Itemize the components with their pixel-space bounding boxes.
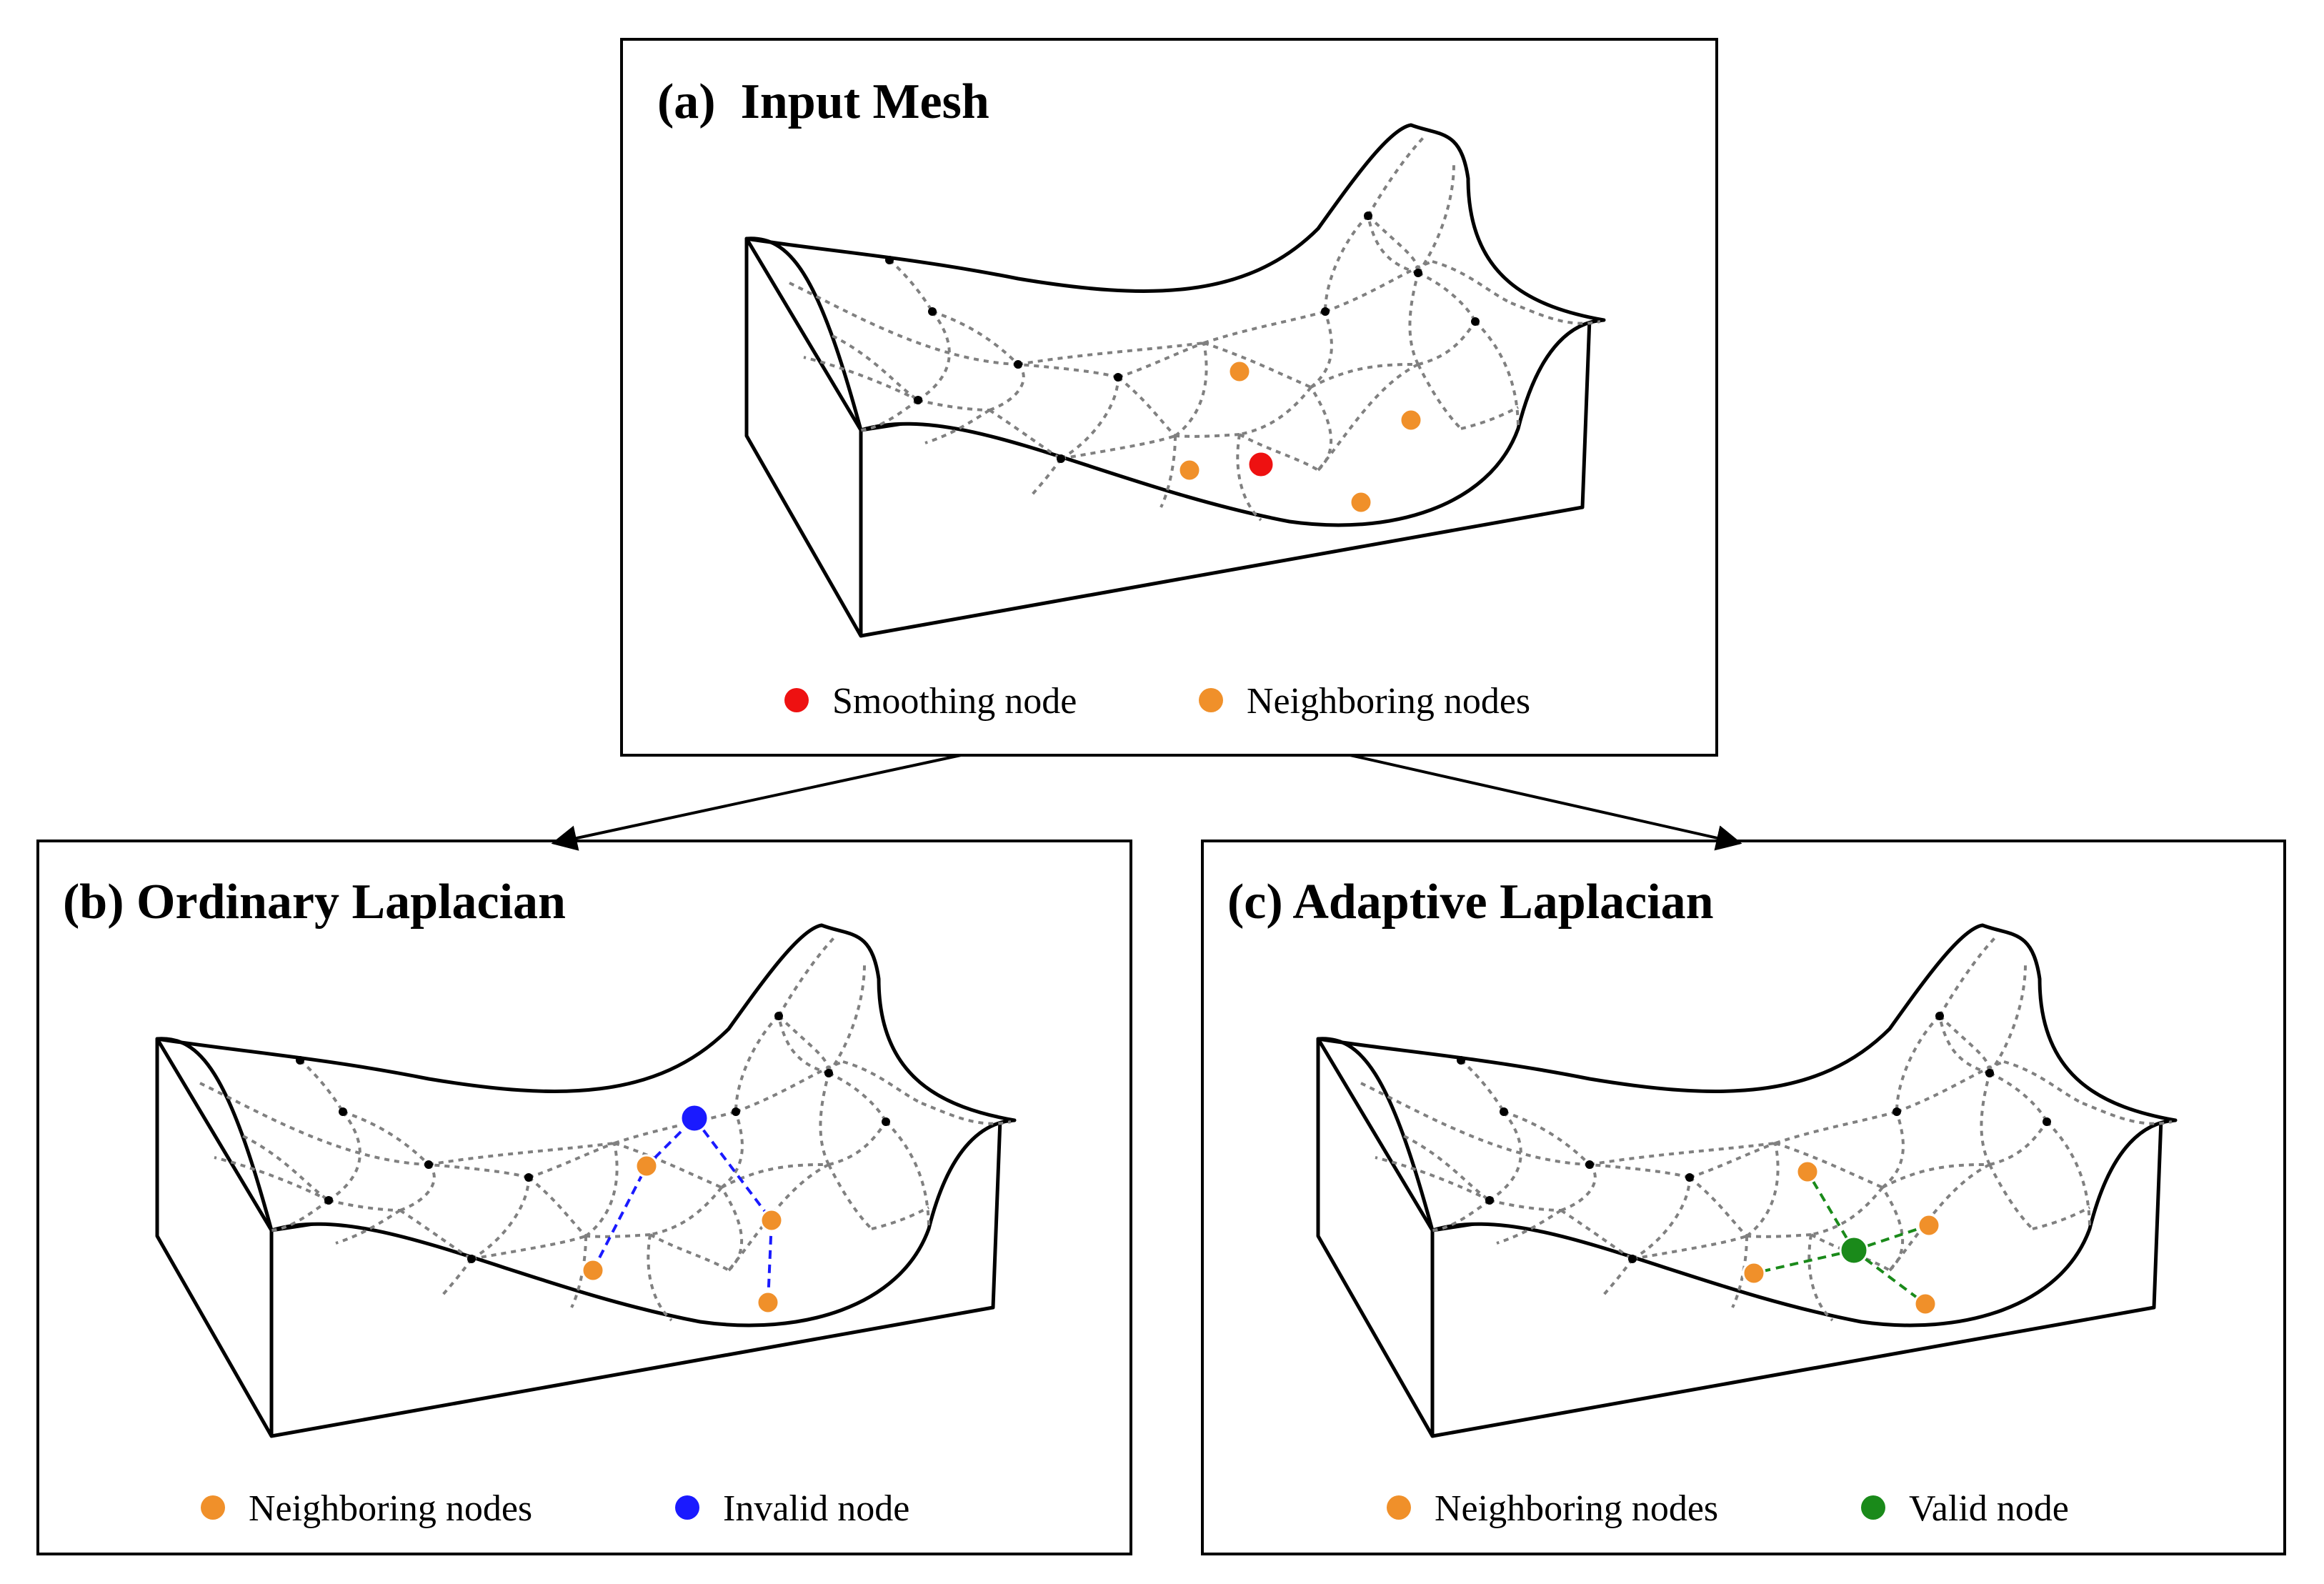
neighbor-legend-icon [1387,1495,1411,1520]
panel-c: (c) Adaptive Laplacian Neighboring nodes… [1201,840,2286,1555]
panel-b-frame [36,840,1132,1555]
invalid-legend-icon [675,1495,699,1520]
neighbor-node [759,1208,784,1232]
legend-valid-node: Valid node [1909,1488,2069,1529]
arrow-to-b [551,754,962,851]
panel-c-title: (c) Adaptive Laplacian [1227,875,1714,930]
panel-c-mesh [1318,925,2175,1436]
panel-a-legend: Smoothing node Neighboring nodes [784,681,1530,722]
legend-neighboring-nodes: Neighboring nodes [1435,1488,1718,1529]
invalid-connection [592,1115,774,1303]
panel-c-legend: Neighboring nodes Valid node [1387,1488,2069,1529]
neighbor-node [1349,490,1373,514]
panel-a-mesh [747,125,1604,636]
valid-connections [1753,1170,1930,1305]
neighbor-node [1917,1213,1941,1237]
panel-b-title: (b) Ordinary Laplacian [63,875,566,930]
panel-b: (b) Ordinary Laplacian Neighboring nodes… [36,840,1132,1555]
panel-a-frame [620,38,1718,757]
neighbor-legend-icon [1199,688,1223,712]
panel-a: (a) Input Mesh Smoothing node Neighborin… [620,38,1718,757]
neighbor-node [1742,1261,1766,1285]
neighbor-node [1913,1292,1938,1316]
legend-smoothing-node: Smoothing node [832,681,1077,722]
neighbor-node [581,1258,605,1282]
smoothing-node [1247,450,1275,479]
neighbor-node [1399,408,1423,432]
legend-neighboring-nodes: Neighboring nodes [249,1488,532,1529]
neighbor-node [756,1290,780,1315]
smoothing-legend-icon [784,688,809,712]
valid-legend-icon [1861,1495,1885,1520]
neighbor-node [1227,359,1252,384]
panel-c-frame [1201,840,2286,1555]
neighbor-legend-icon [201,1495,225,1520]
legend-neighboring-nodes: Neighboring nodes [1247,681,1530,722]
invalid-node [679,1103,709,1133]
panel-b-mesh [157,925,1014,1436]
neighbor-node [634,1154,659,1178]
valid-node [1839,1235,1869,1265]
panel-b-legend: Neighboring nodes Invalid node [201,1488,909,1529]
neighbor-node [1795,1160,1820,1184]
panel-a-title: (a) Input Mesh [657,74,989,129]
arrow-to-c [1350,754,1742,851]
neighbor-node [1177,458,1202,482]
legend-invalid-node: Invalid node [723,1488,909,1529]
